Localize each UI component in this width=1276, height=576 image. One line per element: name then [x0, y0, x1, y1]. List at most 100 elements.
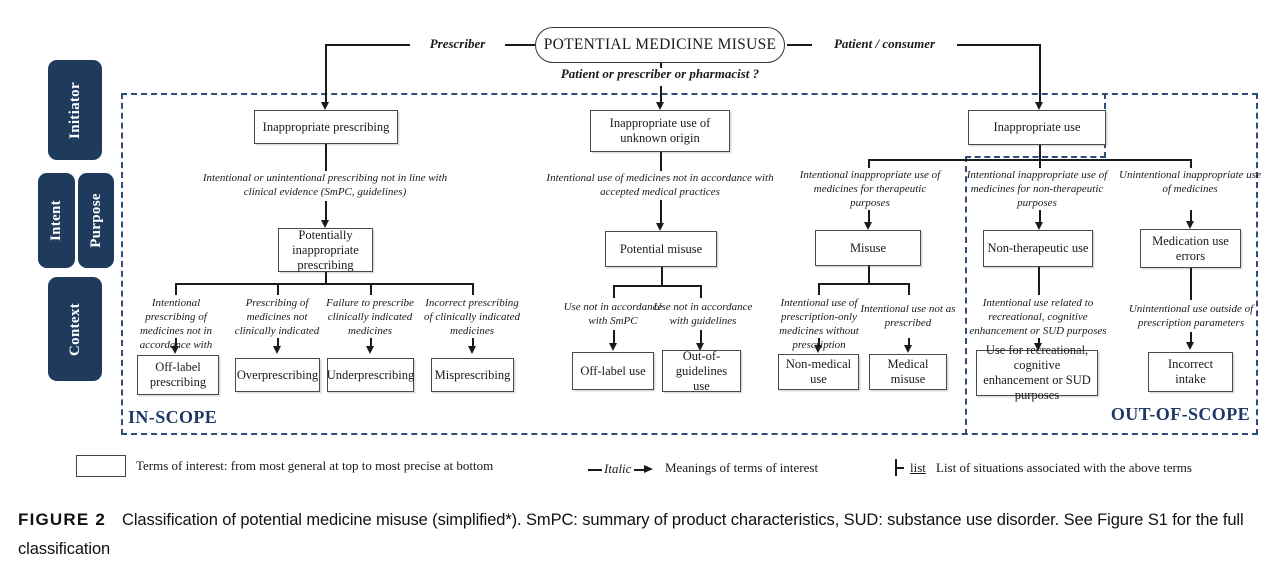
connector-line [868, 159, 870, 168]
row-label-intent: Intent [38, 173, 75, 268]
term-use-for-recreational-sud: Use for recreational, cognitive enhancem… [976, 343, 1098, 402]
node-inappropriate-use-unknown-origin: Inappropriate use of unknown origin [590, 110, 730, 152]
out-of-scope-label: OUT-OF-SCOPE [1110, 404, 1250, 424]
row-label-purpose: Purpose [78, 173, 114, 268]
arrow-down [272, 346, 281, 354]
connector-line [818, 283, 908, 285]
row-label-context: Context [48, 277, 102, 381]
connector-line [1038, 267, 1040, 295]
connector-line [325, 272, 327, 283]
node-inappropriate-use: Inappropriate use [968, 110, 1106, 145]
row-label-initiator-text: Initiator [66, 81, 83, 139]
connector-line [613, 330, 615, 343]
connector-line [1039, 210, 1041, 222]
legend-arrow-line-icon [634, 469, 644, 471]
connector-line [370, 338, 372, 346]
connector-line [277, 338, 279, 346]
legend-italic-desc: Meanings of terms of interest [665, 460, 819, 475]
connector-line [868, 159, 1190, 161]
connector-line [661, 267, 663, 285]
term-off-label-prescribing: Off-label prescribing [137, 355, 219, 395]
arrow-down [695, 343, 704, 351]
arrow-down [608, 343, 617, 351]
arrow-down [170, 346, 179, 354]
in-scope-boundary [121, 93, 1258, 435]
arrow-down [1033, 343, 1042, 351]
arrow-down [863, 222, 872, 230]
connector-line [325, 44, 327, 102]
connector-line [700, 330, 702, 343]
node-potential-misuse: Potential misuse [605, 231, 717, 267]
figure-caption-text: Classification of potential medicine mis… [18, 511, 1244, 558]
connector-line [868, 266, 870, 283]
prescriber-label: Prescriber [410, 36, 505, 52]
legend-italic-line-icon [588, 469, 602, 471]
connector-line [660, 63, 662, 68]
connector-line [1039, 145, 1041, 159]
row-label-purpose-text: Purpose [87, 193, 104, 248]
term-medical-misuse: Medical misuse [869, 354, 947, 390]
node-potentially-inappropriate-prescribing: Potentially inappropriate prescribing [278, 228, 373, 272]
term-out-of-guidelines-use: Out-of-guidelines use [662, 349, 741, 393]
connector-line [613, 285, 700, 287]
connector-line [1190, 210, 1192, 221]
connector-line [818, 338, 820, 345]
meaning-text: Intentional inappropriate use of medicin… [799, 169, 941, 210]
figure-caption-tag: FIGURE 2 [18, 510, 107, 529]
term-non-medical-use: Non-medical use [778, 354, 859, 390]
root-node: POTENTIAL MEDICINE MISUSE [535, 27, 785, 63]
meaning-text: Intentional use not as prescribed [860, 303, 956, 330]
arrow-right-icon [644, 465, 653, 473]
connector-line [370, 283, 372, 295]
meaning-text: Incorrect prescribing of clinically indi… [424, 297, 520, 338]
legend-box-icon [76, 455, 126, 477]
connector-line [908, 283, 910, 295]
term-overprescribing: Overprescribing [235, 358, 320, 392]
legend-list-tick-icon [896, 467, 904, 469]
term-underprescribing: Underprescribing [327, 358, 414, 392]
connector-line [908, 338, 910, 345]
meaning-text: Unintentional inappropriate use of medic… [1119, 169, 1261, 196]
arrow-down [320, 220, 329, 228]
legend-list-tick-icon [895, 459, 897, 476]
connector-line [175, 338, 177, 346]
node-non-therapeutic-use: Non-therapeutic use [983, 230, 1093, 267]
connector-line [325, 201, 327, 220]
meaning-text: Intentional use of prescription-only med… [779, 297, 859, 352]
arrow-down [365, 346, 374, 354]
connector-line [472, 283, 474, 295]
legend-terms-label: Terms of interest: from most general at … [136, 458, 494, 473]
connector-line [660, 86, 662, 102]
meaning-text: Prescribing of medicines not clinically … [234, 297, 320, 338]
meaning-text: Use not in accordance with SmPC [563, 301, 663, 328]
connector-line [1190, 332, 1192, 342]
connector-line [1039, 44, 1041, 102]
node-medication-use-errors: Medication use errors [1140, 229, 1241, 268]
meaning-text: Intentional inappropriate use of medicin… [966, 169, 1108, 210]
arrow-down [1034, 222, 1043, 230]
connector-line [1190, 268, 1192, 300]
connector-line [1038, 338, 1040, 343]
meaning-text: Unintentional use outside of prescriptio… [1128, 303, 1254, 330]
connector-line [175, 283, 472, 285]
term-off-label-use: Off-label use [572, 352, 654, 390]
connector-line [325, 144, 327, 171]
arrow-down [1034, 102, 1043, 110]
arrow-down [655, 223, 664, 231]
node-inappropriate-prescribing: Inappropriate prescribing [254, 110, 398, 144]
row-label-intent-text: Intent [48, 200, 65, 241]
arrow-down [320, 102, 329, 110]
question-label: Patient or prescriber or pharmacist ? [560, 66, 760, 81]
arrow-down [655, 102, 664, 110]
legend-list-desc: List of situations associated with the a… [936, 460, 1192, 475]
legend-italic-word: Italic [604, 461, 632, 476]
arrow-down [1185, 221, 1194, 229]
node-misuse: Misuse [815, 230, 921, 266]
connector-line [277, 283, 279, 295]
in-scope-label: IN-SCOPE [128, 407, 218, 427]
connector-line [818, 283, 820, 295]
meaning-text: Intentional use related to recreational,… [969, 297, 1107, 338]
connector-line [175, 283, 177, 295]
